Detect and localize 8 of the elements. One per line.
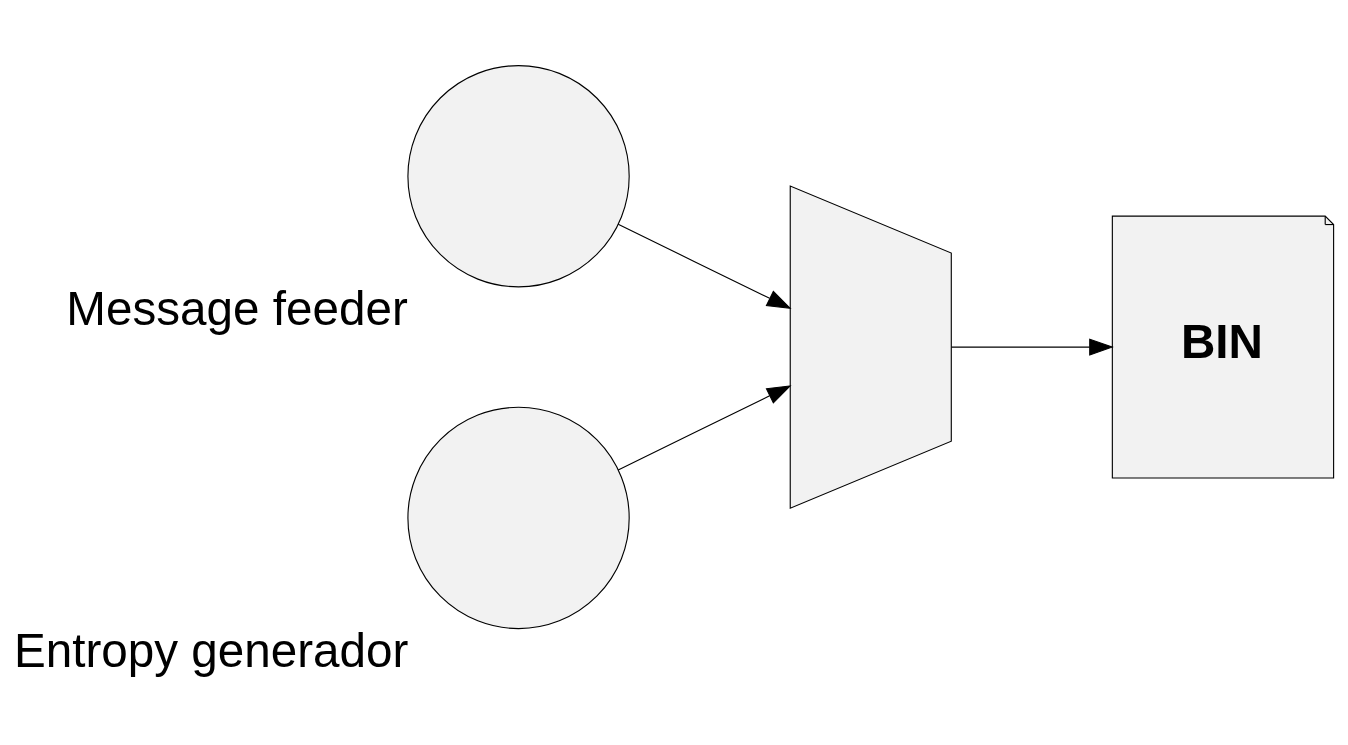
node-label: Entropy generador (13, 623, 409, 677)
node-trapezoid (789, 184, 952, 509)
node-circle (407, 64, 630, 287)
node-circle (407, 406, 630, 629)
node-label: Message feeder (66, 281, 408, 335)
arrow (617, 384, 792, 470)
arrow (617, 223, 792, 309)
arrow (950, 337, 1114, 356)
